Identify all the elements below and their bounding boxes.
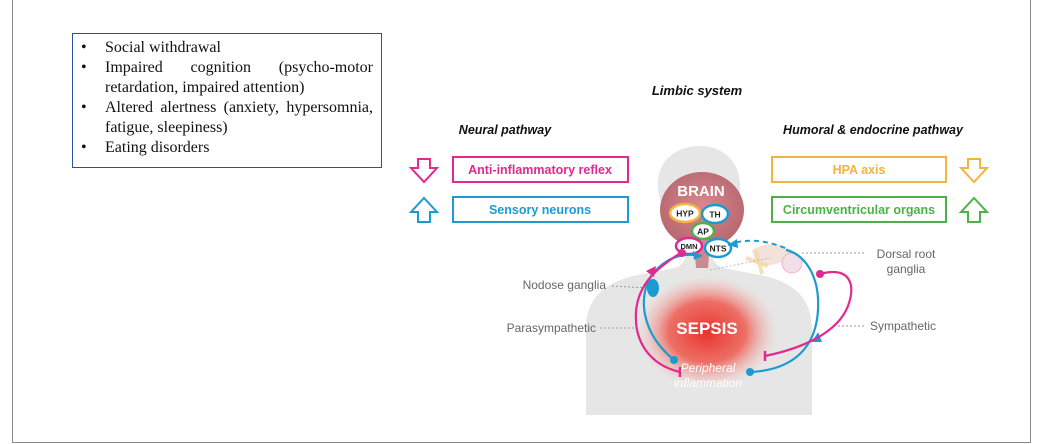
parasympathetic-label: Parasympathetic	[507, 321, 596, 335]
neural-pathway-heading: Neural pathway	[459, 123, 552, 137]
dashed-arrowhead	[728, 239, 738, 248]
parasympathetic-arrowhead	[646, 266, 656, 277]
diagram-title: Limbic system	[652, 83, 743, 98]
arrow-down-magenta-icon	[408, 158, 440, 184]
vertebra-shape	[745, 249, 769, 275]
parasympathetic-path	[634, 251, 683, 374]
dashed-ascending-path	[727, 239, 786, 249]
hpa-axis-label: HPA axis	[833, 163, 886, 177]
arrow-up-green-icon	[958, 196, 990, 223]
humoral-pathway-heading: Humoral & endocrine pathway	[783, 123, 964, 137]
arrow-down-orange-icon	[958, 158, 990, 184]
symptom-list: Social withdrawal Impaired cognition (ps…	[81, 38, 373, 158]
spinal-sensory-dot	[746, 368, 754, 376]
anti-inflammatory-box	[452, 156, 629, 183]
vagal-terminal-dot	[670, 356, 678, 364]
th-label: TH	[709, 210, 720, 220]
hyp-label: HYP	[676, 209, 694, 219]
circumventricular-box	[771, 196, 947, 223]
sepsis-label: SEPSIS	[676, 319, 737, 338]
vagal-sensory-arrowhead	[693, 251, 702, 260]
circumventricular-label: Circumventricular organs	[783, 203, 935, 217]
sepsis-brain-diagram: Limbic system Neural pathway Humoral & e…	[408, 83, 990, 415]
th-node	[700, 203, 730, 225]
sympathetic-origin-dot	[816, 270, 824, 278]
ap-node	[690, 221, 716, 241]
dorsal-root-label-2: ganglia	[887, 262, 926, 276]
symptom-item: Altered alertness (anxiety, hypersomnia,…	[81, 98, 373, 138]
sympathetic-label: Sympathetic	[870, 319, 936, 333]
symptom-item: Eating disorders	[81, 138, 373, 158]
nodose-ganglia-label: Nodose ganglia	[523, 278, 607, 292]
symptoms-box: Social withdrawal Impaired cognition (ps…	[72, 33, 382, 168]
dmn-origin-dot	[678, 249, 686, 257]
peripheral-label-1: Peripheral	[681, 361, 736, 375]
hyp-node	[668, 202, 702, 224]
spinal-sensory-path	[749, 248, 820, 374]
dmn-label: DMN	[680, 242, 697, 251]
ap-label: AP	[697, 227, 709, 237]
slide-frame	[12, 0, 1031, 443]
symptom-item: Social withdrawal	[81, 38, 373, 58]
hpa-axis-box	[771, 156, 947, 183]
arrow-up-blue-icon	[408, 196, 440, 223]
nts-node	[703, 237, 733, 259]
peripheral-label-2: inflammation	[674, 376, 742, 390]
brain-label: BRAIN	[677, 183, 725, 200]
anti-inflammatory-label: Anti-inflammatory reflex	[468, 163, 612, 177]
sympathetic-path	[764, 271, 853, 358]
nodose-ganglion	[647, 279, 659, 297]
dorsal-root-label-1: Dorsal root	[877, 247, 936, 261]
symptom-item: Impaired cognition (psycho-motor retarda…	[81, 58, 373, 98]
sensory-neurons-box	[452, 196, 629, 223]
sensory-neurons-label: Sensory neurons	[489, 203, 591, 217]
nts-label: NTS	[710, 244, 727, 254]
